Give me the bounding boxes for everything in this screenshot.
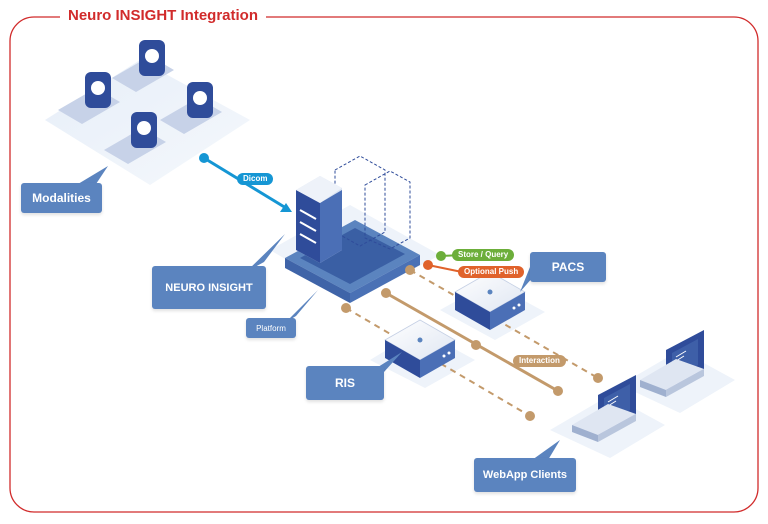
platform-label: Platform [256,323,286,333]
ris-callout: RIS [306,366,384,400]
diagram-frame [9,16,759,513]
interaction-connection [381,288,563,396]
server-box-icon [454,271,526,330]
laptop-icon [572,375,636,442]
scanner-icon [160,82,222,134]
modalities-callout: Modalities [21,183,102,213]
modalities-callout-pointer [78,166,108,184]
webapp-clients-callout: WebApp Clients [474,458,576,492]
ris-client-connection [341,303,535,421]
ris-label: RIS [334,376,355,390]
neuro-insight-callout: NEURO INSIGHT [152,266,266,309]
pacs-label: PACS [551,260,585,274]
optional-push-link [427,264,463,273]
modalities-label: Modalities [32,191,91,205]
pacs-client-connection [405,265,603,383]
dicom-tag: Dicom [237,173,274,185]
webapp-clients-label: WebApp Clients [482,469,568,481]
neuro-insight-label: NEURO INSIGHT [165,281,253,294]
platform-callout: Platform [246,318,296,338]
webapp-callout-pointer [532,440,560,460]
server-rack-icon [285,155,420,303]
scanner-icon [112,40,174,92]
pacs-callout: PACS [530,252,606,282]
store-query-tag: Store / Query [452,249,515,261]
neuro-insight-callout-pointer [246,234,285,272]
scanner-icon [104,112,166,164]
laptop-icon [640,330,704,397]
scanner-icon [58,72,120,124]
optional-push-tag: Optional Push [458,266,525,278]
page-title: Neuro INSIGHT Integration [60,6,267,26]
interaction-tag: Interaction [513,355,566,367]
platform-callout-pointer [286,290,318,322]
server-box-icon [384,319,456,378]
